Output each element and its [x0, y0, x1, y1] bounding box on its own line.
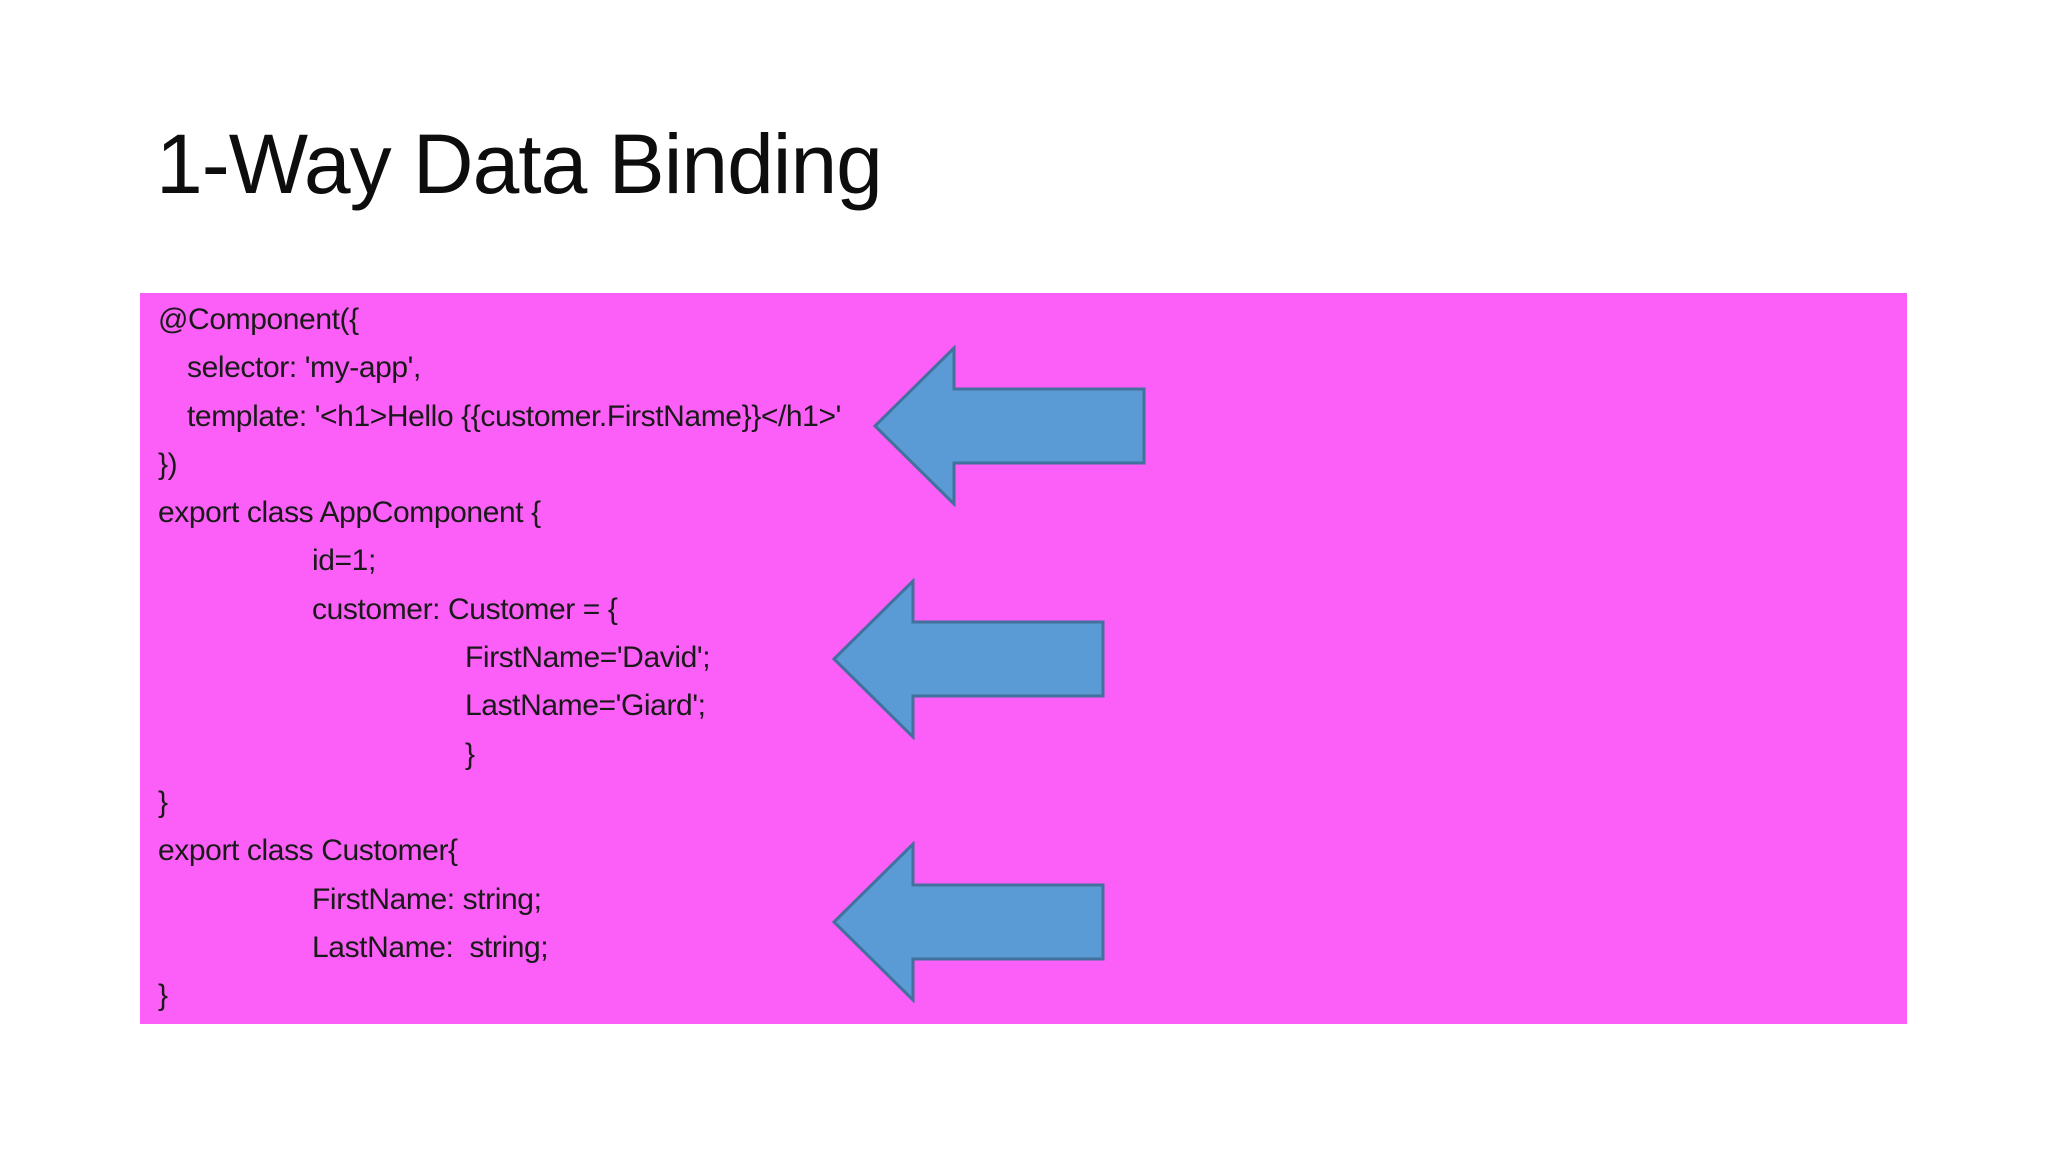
code-line: LastName: string; — [312, 930, 549, 964]
code-line: }) — [158, 447, 178, 481]
code-line: @Component({ — [158, 303, 359, 336]
code-line: export class AppComponent { — [158, 496, 541, 530]
code-line: } — [158, 979, 168, 1013]
left-arrow-template-binding — [873, 345, 1146, 507]
code-lines: @Component({ selector: 'my-app', template:… — [140, 296, 1907, 1020]
code-line: FirstName='David'; — [465, 641, 711, 675]
code-line: selector: 'my-app', — [187, 351, 421, 385]
code-line: } — [158, 785, 168, 819]
code-line: template: '<h1>Hello {{customer.FirstNam… — [187, 399, 841, 433]
code-line: id=1; — [312, 544, 376, 578]
slide-title: 1-Way Data Binding — [156, 117, 883, 211]
code-line: } — [465, 737, 475, 771]
code-line: FirstName: string; — [312, 882, 542, 916]
left-arrow-customer-class — [832, 841, 1105, 1003]
code-line: customer: Customer = { — [312, 592, 618, 626]
code-line: LastName='Giard'; — [465, 689, 706, 723]
code-line: export class Customer{ — [158, 834, 458, 868]
left-arrow-customer-initialization — [832, 578, 1105, 740]
